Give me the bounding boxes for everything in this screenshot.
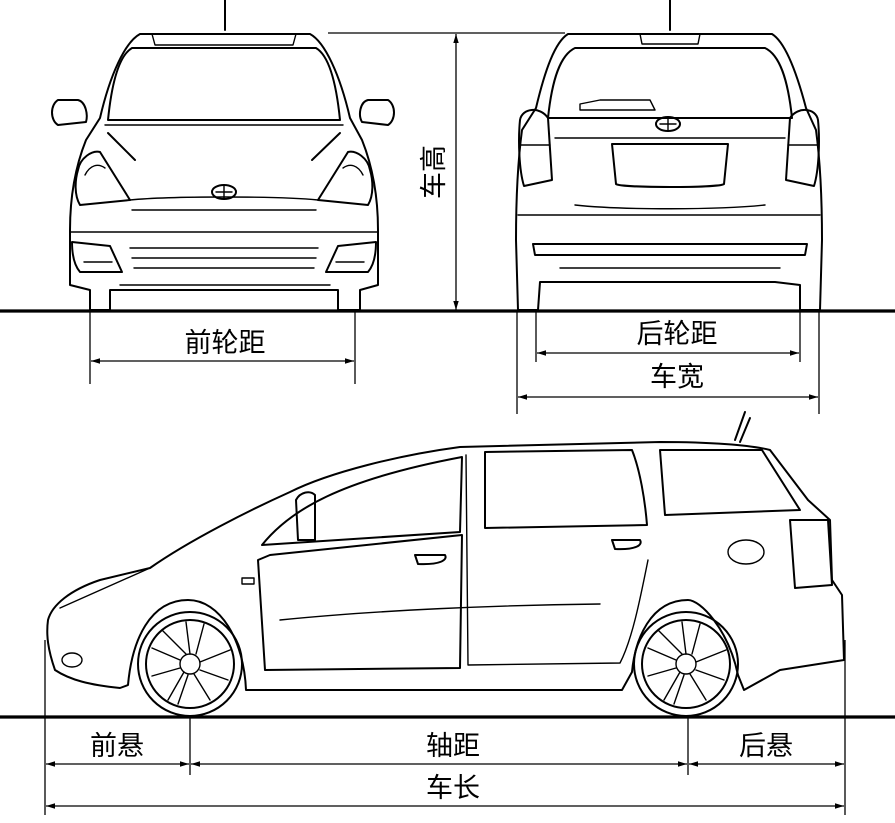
side-view: [46, 411, 845, 717]
wheelbase-label: 轴距: [426, 731, 480, 762]
height-dimension: [328, 32, 565, 310]
front-window: [261, 456, 463, 546]
right-taillight: [785, 109, 820, 187]
fuel-cap: [727, 539, 765, 565]
front-overhang-label: 前悬: [90, 731, 144, 762]
front-windshield: [107, 47, 341, 121]
vehicle-length-label: 车长: [426, 773, 480, 804]
license-plate: [611, 143, 729, 188]
front-logo: [211, 184, 237, 200]
rear-window: [547, 47, 793, 119]
rear-overhang-label: 后悬: [739, 731, 793, 762]
rear-wheel: [633, 611, 739, 717]
side-body-outline: [46, 441, 845, 691]
front-door: [257, 534, 463, 671]
left-taillight: [518, 109, 553, 187]
left-mirror: [51, 99, 88, 126]
front-wheel: [137, 611, 243, 717]
sliding-door: [465, 454, 649, 666]
rear-logo: [655, 116, 681, 132]
quarter-window: [659, 449, 801, 516]
right-headlight: [317, 150, 374, 206]
rear-view: [515, 0, 823, 311]
vehicle-width-label: 车宽: [650, 362, 704, 393]
front-view: [51, 0, 395, 311]
vehicle-height-label: 车高: [419, 145, 450, 199]
rear-track-label: 后轮距: [637, 319, 718, 350]
front-body-outline: [69, 33, 379, 311]
length-dimensions: [44, 640, 846, 815]
rear-door-window: [484, 449, 648, 529]
rear-body-outline: [515, 33, 823, 311]
right-mirror: [359, 99, 395, 126]
front-track-label: 前轮距: [185, 328, 266, 359]
rear-track-dimension: [535, 312, 801, 362]
left-headlight: [74, 150, 131, 206]
width-dimension: [516, 312, 820, 414]
front-track-dimension: [89, 312, 356, 384]
